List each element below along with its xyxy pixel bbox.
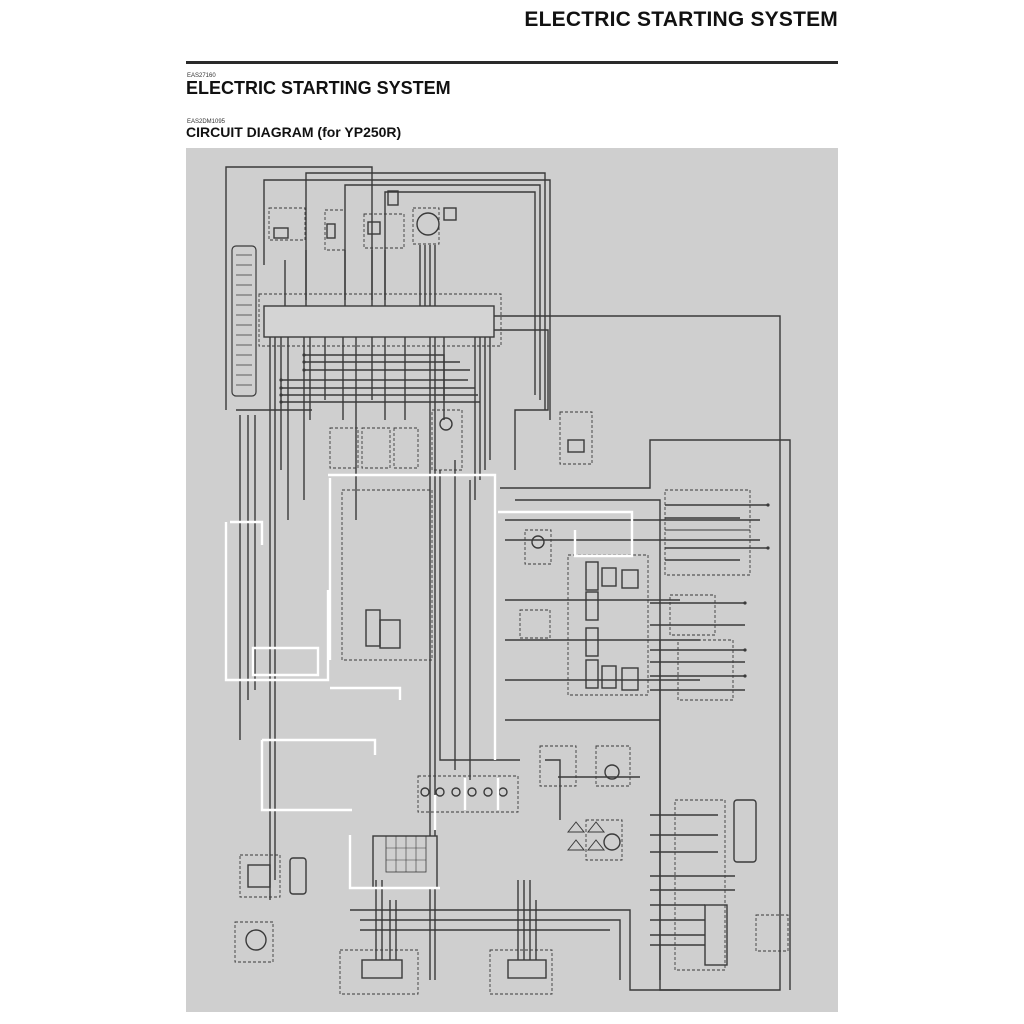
wire: [344, 184, 541, 400]
wire: [305, 172, 546, 410]
ecu-outline: [258, 293, 502, 347]
running-header: ELECTRIC STARTING SYSTEM: [524, 8, 838, 31]
section-code: EAS27160: [187, 73, 216, 79]
ecu-box: [263, 305, 495, 338]
starter-motor-symbol: [245, 929, 267, 951]
wire: [384, 191, 536, 395]
subsection-title: CIRCUIT DIAGRAM (for YP250R): [186, 124, 402, 140]
fuel-pump-symbol: [416, 212, 440, 236]
subsection-code: EAS2DM1095: [187, 119, 226, 125]
header-rule: [186, 61, 838, 64]
starting-circuit-path: [224, 473, 497, 760]
circuit-diagram-panel: [186, 148, 838, 1012]
ecu-coupler: [231, 245, 257, 397]
wire: [263, 179, 551, 420]
section-title: ELECTRIC STARTING SYSTEM: [186, 78, 451, 98]
